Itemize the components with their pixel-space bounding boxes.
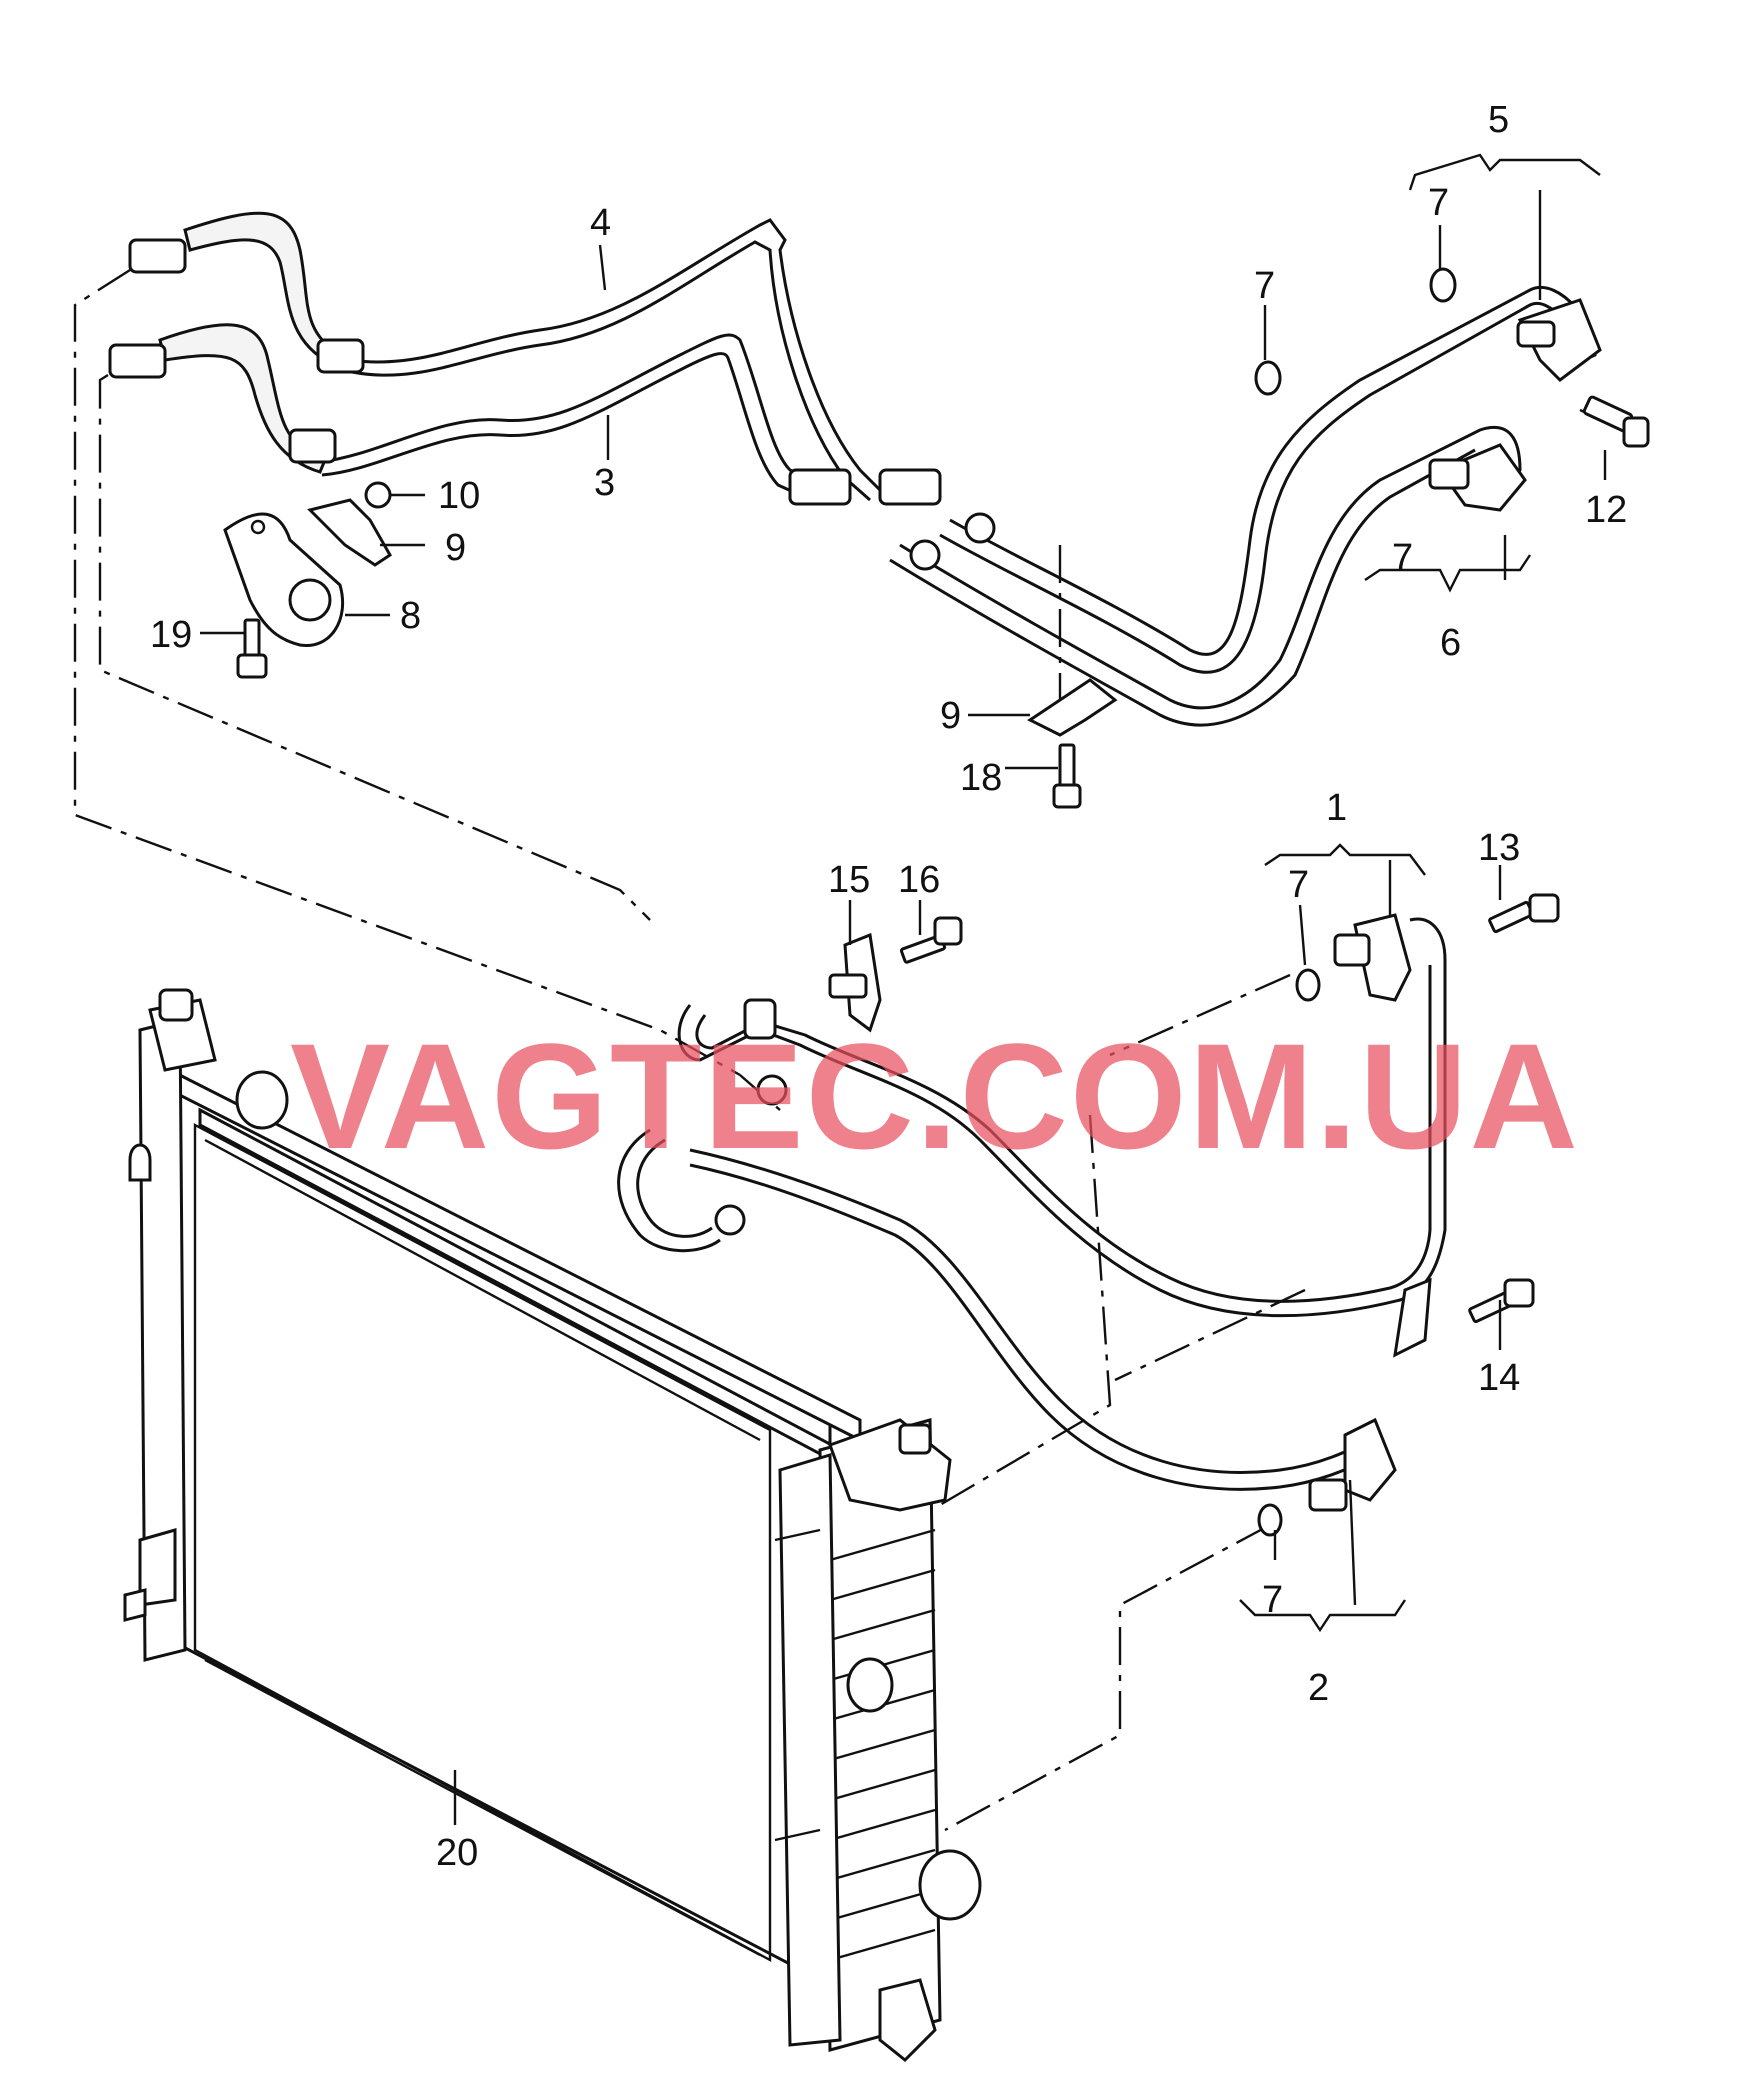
callout-13: 13 xyxy=(1478,827,1520,869)
bolt-13 xyxy=(1488,893,1560,934)
leader-lines xyxy=(200,153,1607,1825)
screw-19 xyxy=(236,618,268,679)
oil-line-4 xyxy=(128,211,1597,674)
callout-8: 8 xyxy=(400,595,421,637)
callout-4: 4 xyxy=(590,202,611,244)
watermark-text: VAGTEC.COM.UA xyxy=(290,1012,1580,1180)
fitting-icon xyxy=(316,338,365,374)
clip-9-upper xyxy=(307,498,392,567)
nut-icon xyxy=(756,1074,788,1106)
callout-7a: 7 xyxy=(1428,182,1449,224)
callout-7c: 7 xyxy=(1392,537,1413,579)
fitting-icon xyxy=(878,468,942,506)
callout-labels: 1 2 3 4 5 6 7 7 7 7 7 8 9 9 10 12 13 14 … xyxy=(150,99,1627,1874)
bolt-14 xyxy=(1393,1277,1535,1358)
callout-10: 10 xyxy=(438,475,480,517)
nut-icon xyxy=(714,1204,746,1236)
callout-7e: 7 xyxy=(1262,1579,1283,1621)
bolt-16 xyxy=(899,916,963,964)
callout-14: 14 xyxy=(1478,1357,1520,1399)
seal-ring-icon xyxy=(1295,968,1321,1002)
callout-1: 1 xyxy=(1326,787,1347,829)
clip-9-lower xyxy=(1027,678,1118,737)
fitting-icon xyxy=(788,468,852,506)
connector-2 xyxy=(1308,1417,1397,1512)
callout-20: 20 xyxy=(436,1832,478,1874)
fitting-icon xyxy=(128,238,187,274)
lower-tubes xyxy=(617,917,1447,1491)
callout-9b: 9 xyxy=(940,695,961,737)
nut-10 xyxy=(364,481,392,509)
callout-12: 12 xyxy=(1585,489,1627,531)
fitting-icon xyxy=(288,428,337,464)
nut-icon xyxy=(964,512,996,544)
callout-16: 16 xyxy=(898,859,940,901)
callout-7b: 7 xyxy=(1254,265,1275,307)
seal-ring-icon xyxy=(1254,360,1282,396)
bracket-8 xyxy=(223,512,345,648)
connector-5 xyxy=(1516,298,1602,382)
callout-2: 2 xyxy=(1308,1667,1329,1709)
bolt-12 xyxy=(1579,395,1650,448)
connector-1 xyxy=(1333,913,1412,1002)
fitting-icon xyxy=(743,998,777,1040)
callout-6: 6 xyxy=(1440,622,1461,664)
callout-3: 3 xyxy=(594,462,615,504)
callout-15: 15 xyxy=(828,859,870,901)
seal-ring-icon xyxy=(1257,1503,1283,1537)
nut-icon xyxy=(909,539,941,571)
screw-18 xyxy=(1052,743,1082,809)
fitting-icon xyxy=(108,343,167,379)
oil-line-3 xyxy=(108,323,1522,727)
callout-7d: 7 xyxy=(1288,864,1309,906)
callout-19: 19 xyxy=(150,614,192,656)
seal-ring-icon xyxy=(1429,267,1457,303)
callout-9a: 9 xyxy=(445,527,466,569)
connector-6 xyxy=(1428,443,1527,512)
callout-18: 18 xyxy=(960,757,1002,799)
radiator-20 xyxy=(123,988,982,2063)
callout-5: 5 xyxy=(1488,99,1509,141)
bracket-15 xyxy=(828,932,882,1033)
